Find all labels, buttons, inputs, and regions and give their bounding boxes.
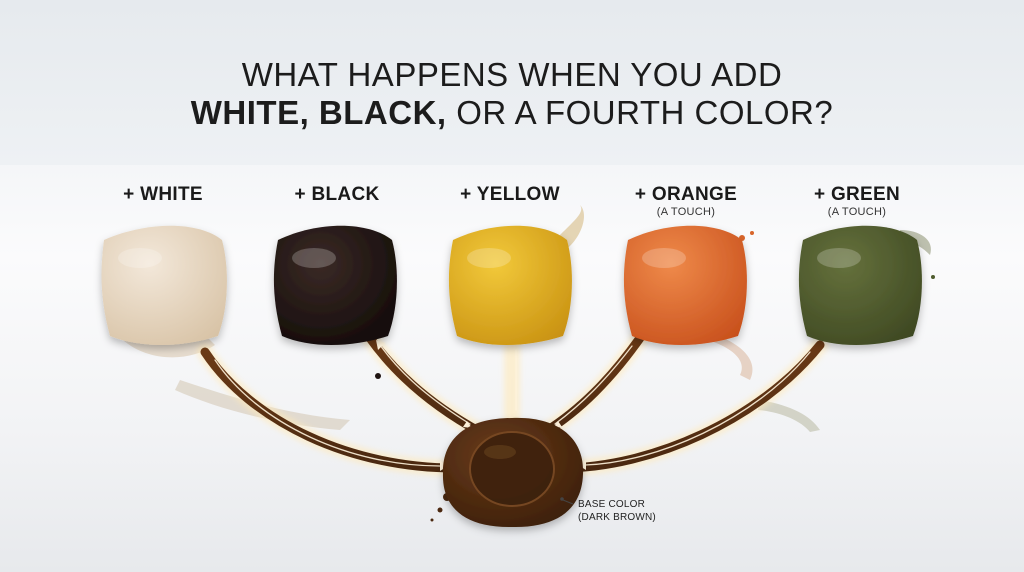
base-line-2: (DARK BROWN) [578, 512, 656, 523]
stream-black [365, 333, 485, 437]
base-line-1: BASE COLOR [578, 499, 646, 510]
swatch-white [101, 225, 227, 345]
swatch-black [273, 225, 397, 345]
swatch-blobs [101, 225, 922, 345]
title-bold: WHITE, BLACK, [190, 94, 447, 131]
header-band [0, 0, 1024, 165]
base-pointer-line [562, 499, 574, 505]
label-black: + BLACK [294, 184, 380, 205]
title-rest: OR A FOURTH COLOR? [446, 94, 834, 131]
swatch-yellow [448, 225, 572, 345]
title-line-2: WHITE, BLACK, OR A FOURTH COLOR? [0, 96, 1024, 129]
base-color-label: BASE COLOR (DARK BROWN) [578, 498, 656, 524]
label-white: + WHITE [123, 184, 203, 205]
swatch-orange [623, 225, 747, 345]
mix-streams [197, 330, 828, 477]
swatch-green [798, 225, 922, 345]
swatch-highlights [118, 248, 861, 268]
base-color-blob [442, 417, 584, 528]
base-pointer-dot [560, 497, 564, 501]
title-line-1: WHAT HAPPENS WHEN YOU ADD [241, 56, 783, 93]
sublabel-green: (A TOUCH) [827, 206, 887, 218]
label-green: + GREEN [813, 184, 901, 205]
sublabel-orange: (A TOUCH) [656, 206, 716, 218]
label-yellow: + YELLOW [460, 184, 560, 205]
label-orange: + ORANGE [634, 184, 738, 205]
